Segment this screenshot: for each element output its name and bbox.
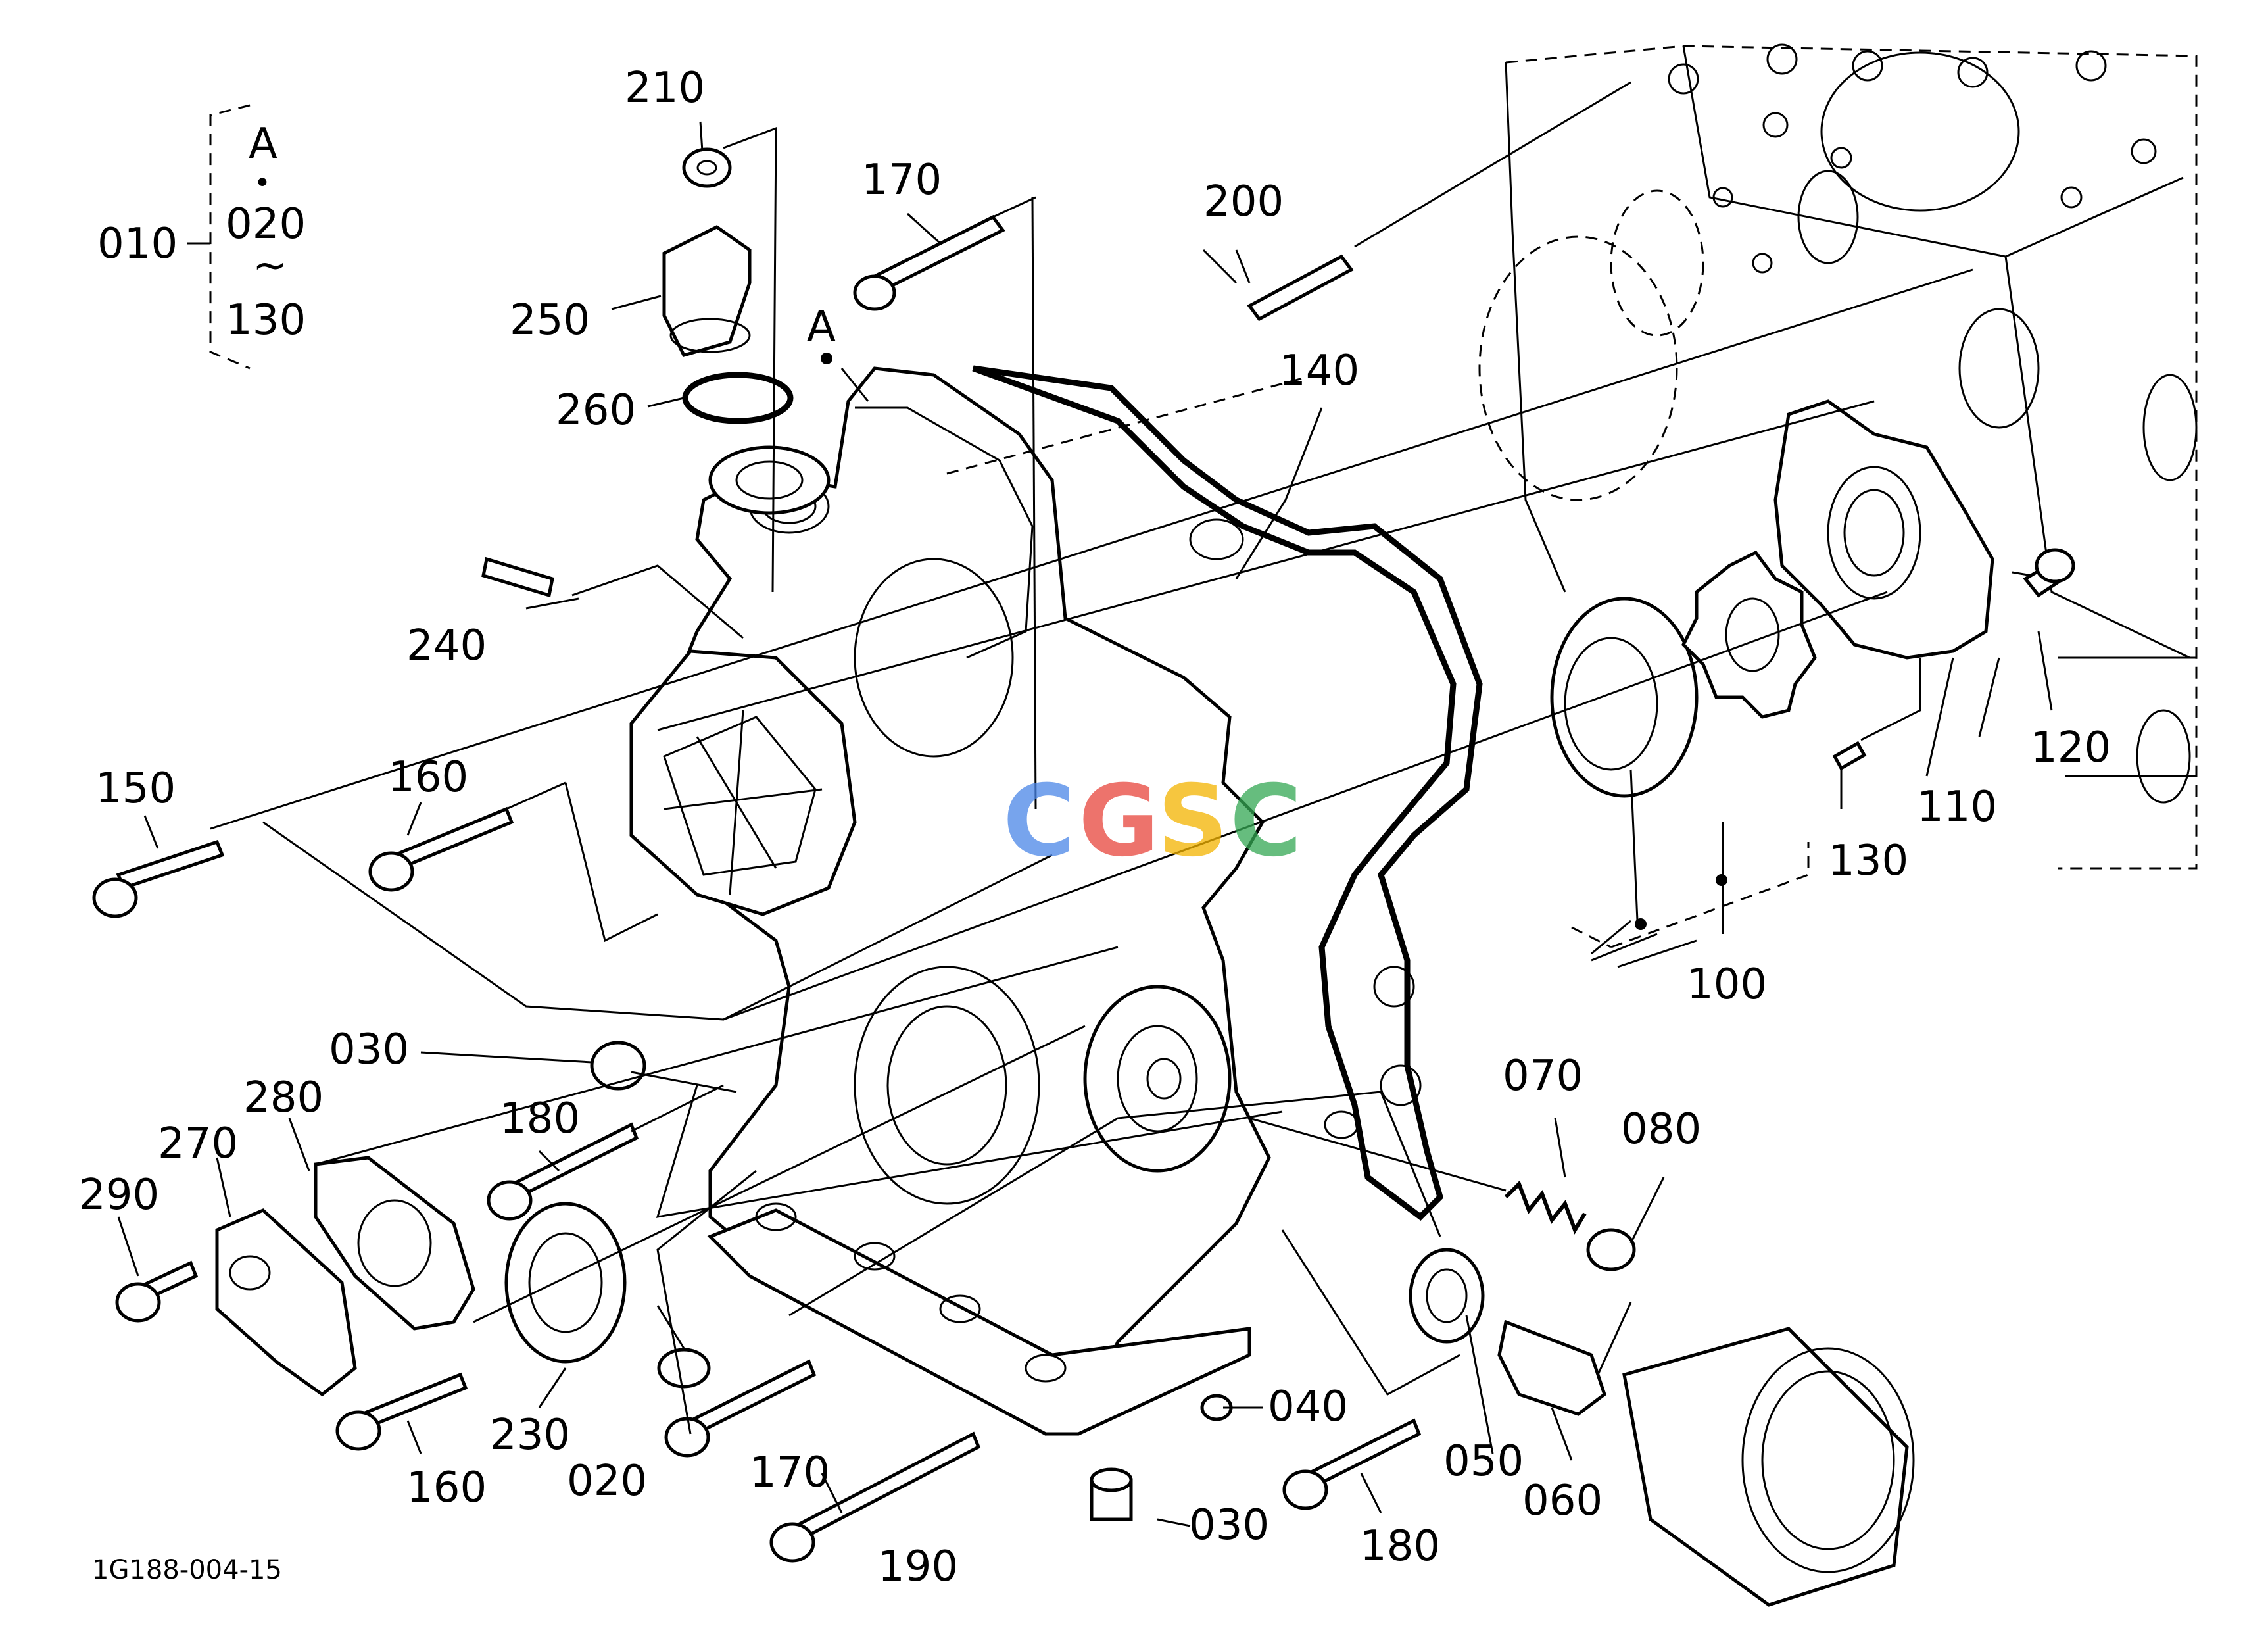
watermark-letter: C [1003,764,1075,879]
oil-filter [1622,1327,1915,1607]
callout-170-top: 170 [861,156,942,205]
callout-050: 050 [1443,1437,1524,1486]
callout-labels: 210 250 260 170 A 200 140 240 150 160 03… [79,64,2111,1591]
callout-040: 040 [1268,1383,1348,1431]
fan-housing [629,649,857,916]
callout-020: 020 [567,1457,647,1506]
oil-pump-cover [1773,399,1994,660]
callout-240: 240 [406,622,487,670]
group-range-mark: ~ [253,241,288,290]
watermark-letter: S [1157,764,1228,879]
callout-dots [821,353,1727,930]
callout-180-right: 180 [1360,1522,1440,1571]
callout-260: 260 [556,386,636,435]
small-parts [92,147,2075,1563]
callout-280: 280 [243,1073,324,1122]
oil-pump-outer-rotor [1550,597,1699,798]
callout-200: 200 [1203,178,1284,226]
group-from-label: 020 [226,200,306,249]
watermark-letter: G [1078,764,1159,879]
callout-130: 130 [1828,837,1908,885]
callout-140: 140 [1279,347,1359,395]
callout-270: 270 [158,1119,238,1168]
callout-230: 230 [490,1411,570,1460]
callout-100: 100 [1687,960,1767,1009]
oil-pump-inner-rotor [1681,550,1817,719]
group-bracket: 010 A • 020 ~ 130 [97,104,306,370]
callout-150: 150 [95,764,176,813]
group-dot-mark: • [254,166,271,200]
crank-seal-housing [1083,985,1232,1173]
callout-marker-a: A [807,303,836,351]
callout-250: 250 [510,296,590,345]
callout-160-lower: 160 [406,1463,487,1512]
callout-030-lower: 030 [1189,1501,1269,1550]
callout-290: 290 [79,1171,159,1219]
watermark-logo: C G S C [1003,764,1302,879]
group-to-label: 130 [226,296,306,345]
callout-170-bottom: 170 [750,1448,830,1497]
callout-210: 210 [625,64,705,112]
group-a-label: A [249,120,277,168]
callout-190: 190 [878,1542,958,1591]
callout-180-left: 180 [500,1094,580,1143]
callout-080: 080 [1621,1105,1701,1154]
callout-120: 120 [2031,724,2111,772]
oil-pan [707,1202,1251,1436]
callout-030-upper: 030 [329,1025,409,1074]
gasket-140 [972,365,1483,1221]
callout-060: 060 [1522,1477,1603,1525]
callout-160-upper: 160 [388,753,468,802]
group-010-label: 010 [97,220,178,268]
diagram-id: 1G188-004-15 [92,1555,282,1585]
leader-lines [117,81,2053,1527]
watermark-letter: C [1230,764,1302,879]
callout-110: 110 [1917,783,1997,831]
engine-block [1478,43,2198,870]
callout-070: 070 [1503,1052,1583,1100]
